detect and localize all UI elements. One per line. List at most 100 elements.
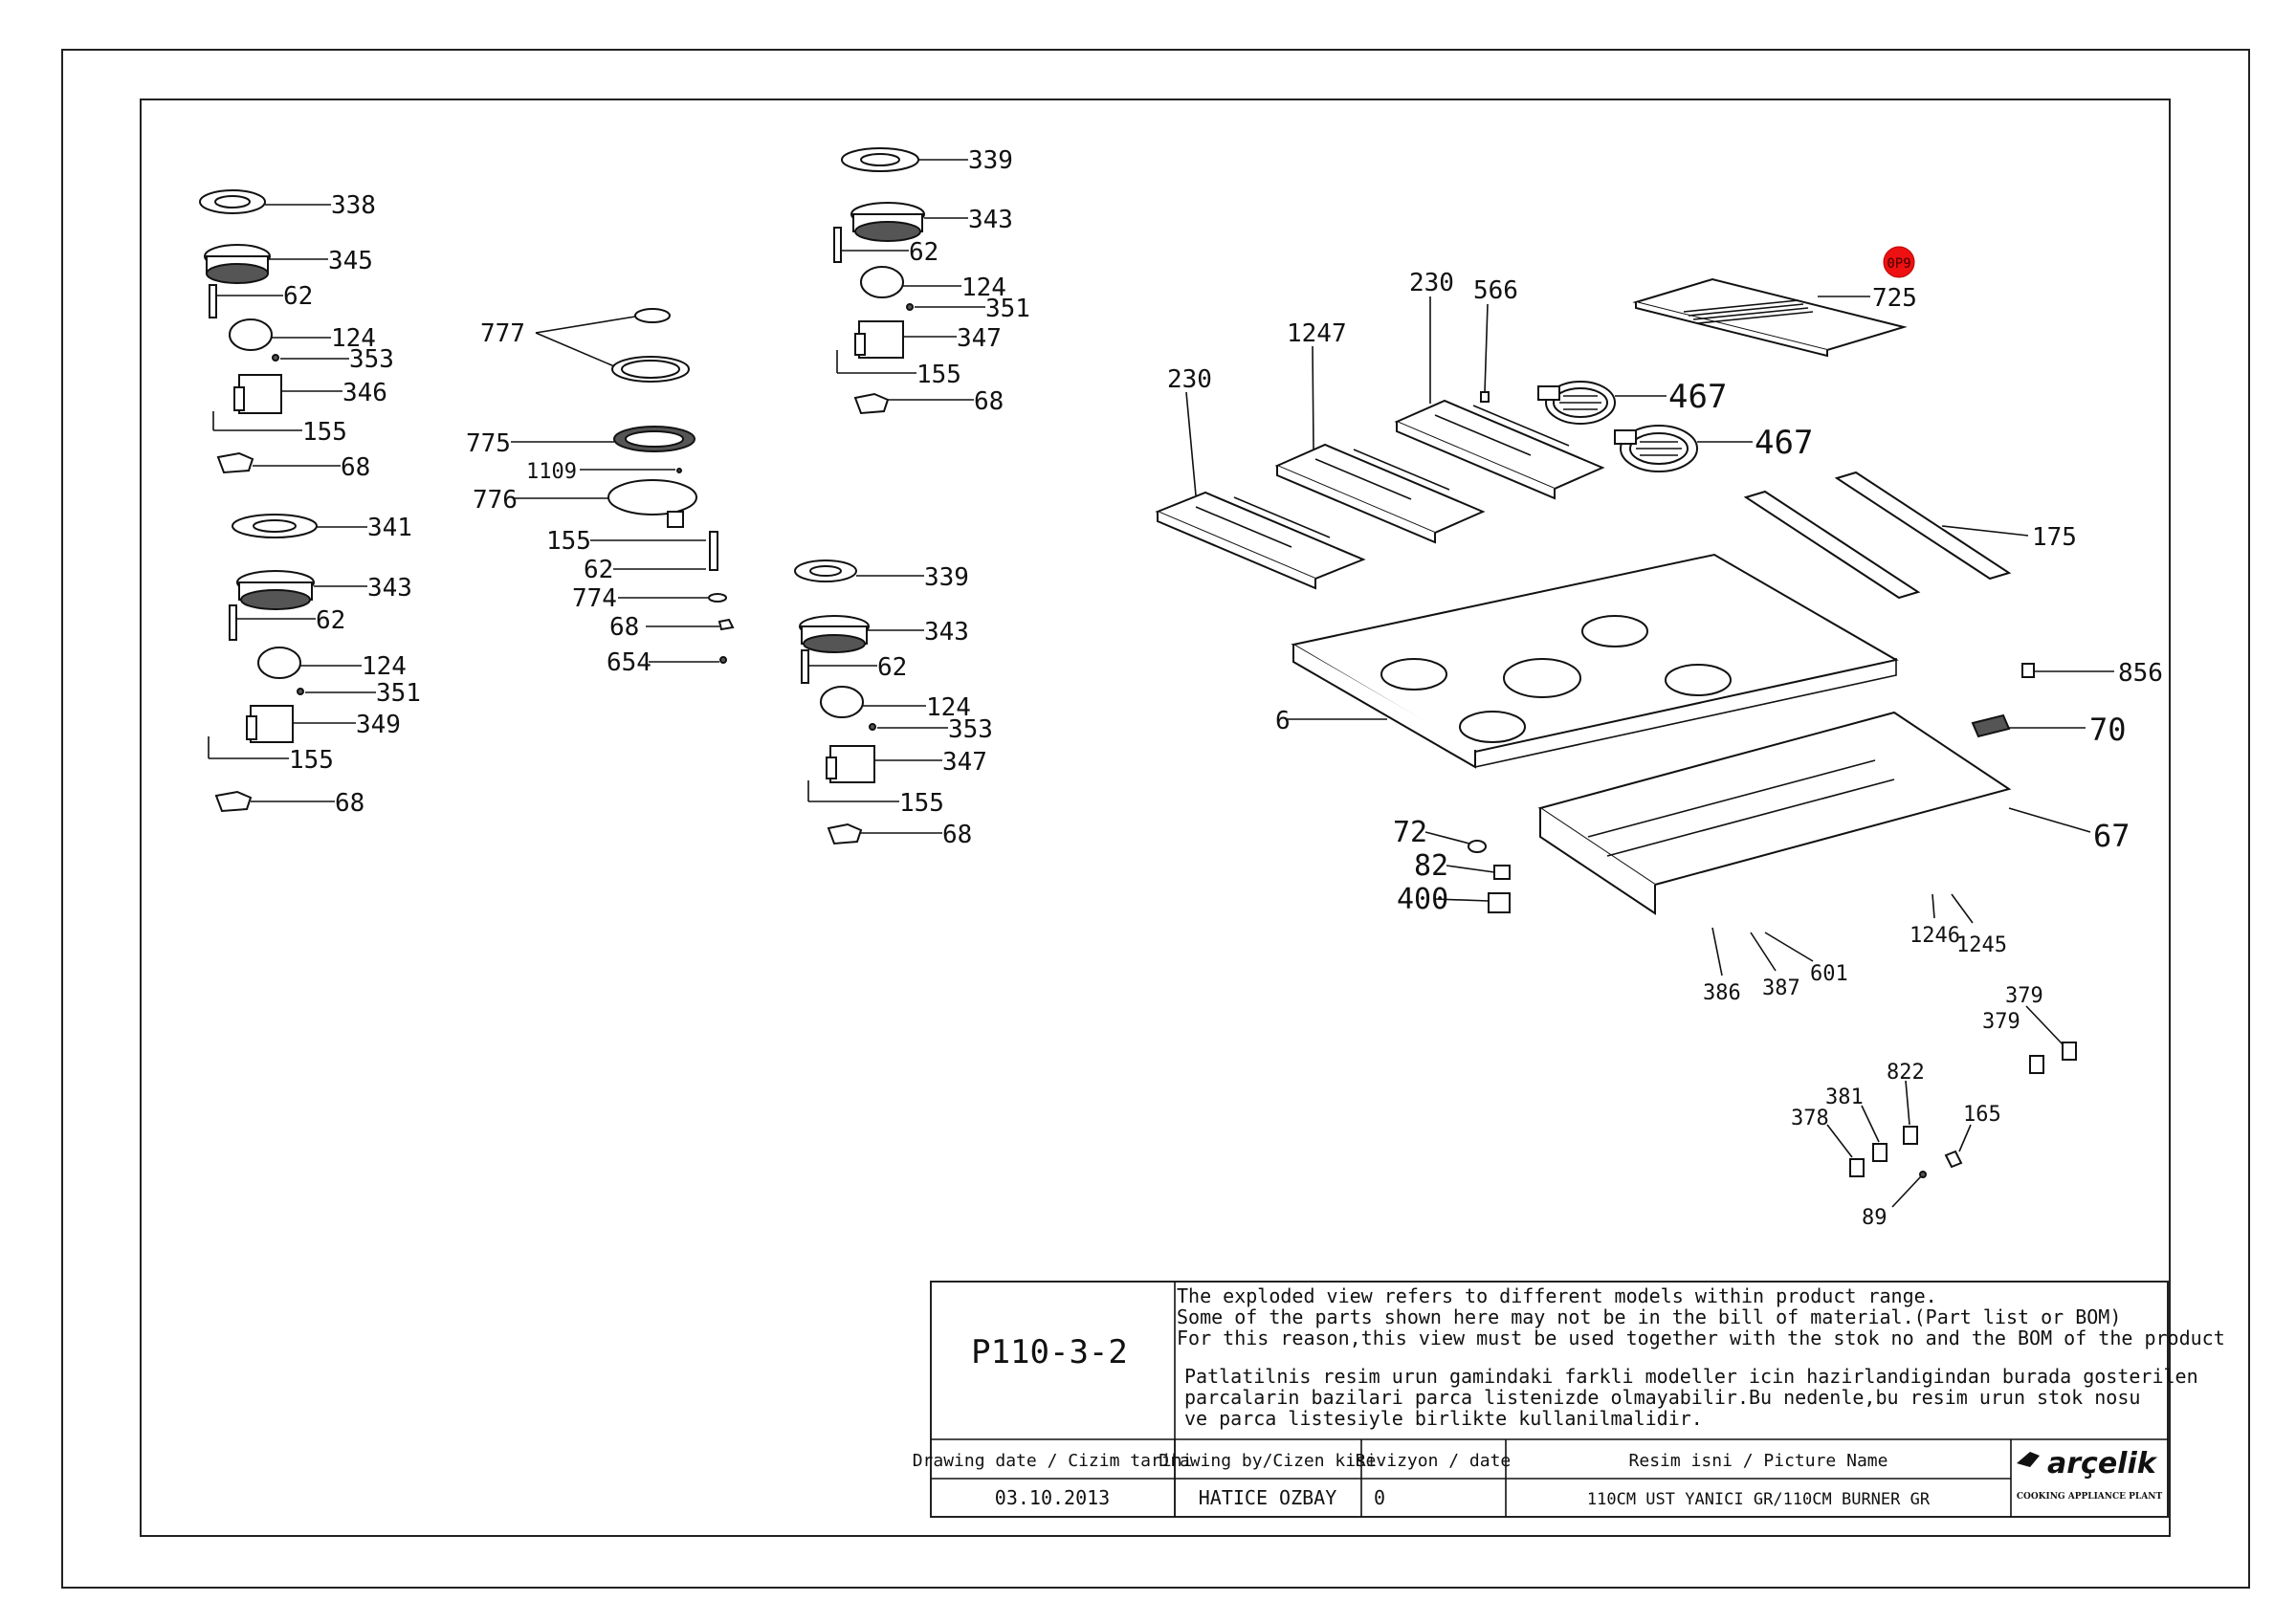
callout-124c: 124 xyxy=(961,274,1006,302)
callout-68b: 68 xyxy=(335,789,364,818)
valves: 379 379 822 381 378 165 89 xyxy=(1791,984,2077,1230)
callout-124a: 124 xyxy=(331,324,376,353)
burner-stack-right-bottom: 339 343 62 124 353 347 155 68 xyxy=(794,559,993,849)
callout-124d: 124 xyxy=(926,693,971,722)
injectors: 386 387 601 1246 1245 xyxy=(1703,893,2007,1005)
callout-6: 6 xyxy=(1275,707,1291,735)
note-en-1: The exploded view refers to different mo… xyxy=(1177,1284,1937,1307)
callout-353b: 353 xyxy=(948,715,993,744)
callout-343b: 343 xyxy=(968,206,1013,234)
callout-345: 345 xyxy=(328,247,373,275)
callout-155b: 155 xyxy=(289,746,334,775)
callout-1245: 1245 xyxy=(1956,933,2007,957)
callout-89: 89 xyxy=(1862,1206,1888,1230)
callout-601: 601 xyxy=(1810,962,1848,986)
callout-654: 654 xyxy=(607,648,651,677)
screw-856: 856 xyxy=(2021,659,2163,688)
callout-62e: 62 xyxy=(877,653,907,682)
callout-1247: 1247 xyxy=(1287,319,1347,348)
callout-387: 387 xyxy=(1762,976,1800,1000)
callout-230a: 230 xyxy=(1167,365,1212,394)
burner-supports-175: 175 xyxy=(1743,471,2077,600)
arcelik-logo-icon xyxy=(2017,1452,2040,1467)
burner-stack-wok: 777 775 1109 776 155 62 774 68 654 xyxy=(466,308,735,677)
note-en-2: Some of the parts shown here may not be … xyxy=(1177,1305,2121,1328)
callout-155a: 155 xyxy=(302,418,347,447)
simmer-plates: 467 467 xyxy=(1537,378,1813,472)
fittings-72-82-400: 72 82 400 xyxy=(1393,816,1511,916)
callout-341: 341 xyxy=(367,514,412,542)
burner-stack-left-top: 338 345 62 124 353 346 155 68 xyxy=(199,189,394,482)
note-tr-1: Patlatilnis resim urun gamindaki farkli … xyxy=(1184,1365,2198,1388)
callout-62b: 62 xyxy=(316,606,345,635)
callout-386: 386 xyxy=(1703,981,1741,1005)
callout-467a: 467 xyxy=(1668,378,1727,416)
burner-stack-right-top: 339 343 62 124 351 347 155 68 xyxy=(833,146,1030,416)
callout-351b: 351 xyxy=(985,295,1030,323)
title-block: P110-3-2 The exploded view refers to dif… xyxy=(913,1281,2225,1518)
inner-frame xyxy=(140,99,2171,1537)
callout-347a: 347 xyxy=(957,324,1002,353)
callout-230b: 230 xyxy=(1409,269,1454,297)
hob-top-panel: 6 xyxy=(1275,553,1899,769)
revision-value: 0 xyxy=(1374,1486,1385,1509)
connector-70: 70 xyxy=(1971,712,2127,748)
callout-777: 777 xyxy=(480,319,525,348)
callout-68a: 68 xyxy=(341,453,370,482)
callout-467b: 467 xyxy=(1755,424,1813,462)
drawing-date-value: 03.10.2013 xyxy=(995,1486,1110,1509)
callout-72: 72 xyxy=(1393,816,1427,849)
callout-155c: 155 xyxy=(546,527,591,556)
glass-lid: 725 0P9 xyxy=(1632,246,1917,358)
note-tr-3: ve parca listesiyle birlikte kullanilmal… xyxy=(1184,1407,1703,1430)
picture-name-label: Resim isni / Picture Name xyxy=(1629,1451,1888,1471)
picture-name-value: 110CM UST YANICI GR/110CM BURNER GR xyxy=(1587,1490,1931,1509)
callout-400: 400 xyxy=(1397,883,1448,916)
callout-1109: 1109 xyxy=(526,460,577,484)
callout-67: 67 xyxy=(2093,818,2130,854)
drawn-by-value: HATICE OZBAY xyxy=(1199,1486,1337,1509)
callout-379a: 379 xyxy=(2005,984,2043,1008)
callout-725: 725 xyxy=(1872,284,1917,313)
callout-62a: 62 xyxy=(283,282,313,311)
burner-stack-left-bottom: 341 343 62 124 351 349 155 68 xyxy=(208,514,421,818)
outer-frame xyxy=(61,49,2250,1589)
callout-349: 349 xyxy=(356,711,401,739)
revision-label: Revizyon / date xyxy=(1356,1451,1512,1471)
callout-381: 381 xyxy=(1825,1086,1864,1109)
callout-338: 338 xyxy=(331,191,376,220)
sheet-code: P110-3-2 xyxy=(971,1333,1128,1371)
callout-70: 70 xyxy=(2089,712,2127,748)
grates-assembly: 230 1247 230 566 xyxy=(1155,269,1605,590)
callout-68d: 68 xyxy=(974,387,1004,416)
callout-62c: 62 xyxy=(584,556,613,584)
marker-0p9 xyxy=(1883,246,1915,278)
callout-155e: 155 xyxy=(899,789,944,818)
marker-0p9-label: 0P9 xyxy=(1887,256,1910,272)
gas-manifold-67: 67 xyxy=(1537,711,2130,915)
callout-346: 346 xyxy=(342,379,387,407)
note-tr-2: parcalarin bazilari parca listenizde olm… xyxy=(1184,1386,2140,1409)
callout-155d: 155 xyxy=(916,361,961,389)
callout-343a: 343 xyxy=(367,574,412,603)
drawing-date-label: Drawing date / Cizim tarihi xyxy=(913,1451,1193,1471)
callout-776: 776 xyxy=(473,486,518,515)
callout-68c: 68 xyxy=(609,613,639,642)
callout-343c: 343 xyxy=(924,618,969,647)
callout-774: 774 xyxy=(572,584,617,613)
callout-822: 822 xyxy=(1887,1061,1925,1085)
callout-566: 566 xyxy=(1473,276,1518,305)
brand-subtitle: COOKING APPLIANCE PLANT xyxy=(2017,1492,2163,1502)
callout-62d: 62 xyxy=(909,238,938,267)
callout-775: 775 xyxy=(466,429,511,458)
brand-name: arçelik xyxy=(2047,1447,2158,1480)
callout-339b: 339 xyxy=(924,563,969,592)
callout-353a: 353 xyxy=(349,345,394,374)
callout-378: 378 xyxy=(1791,1107,1829,1130)
callout-347b: 347 xyxy=(942,748,987,777)
callout-175: 175 xyxy=(2032,523,2077,552)
callout-124b: 124 xyxy=(362,652,407,681)
callout-68e: 68 xyxy=(942,821,972,849)
callout-339a: 339 xyxy=(968,146,1013,175)
